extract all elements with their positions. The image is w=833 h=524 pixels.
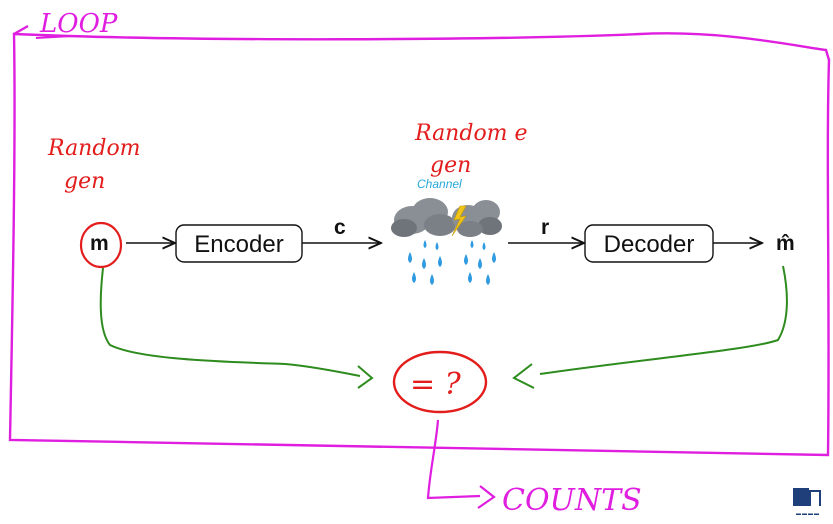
- loop-label-underline: [35, 35, 73, 39]
- counts-label: COUNTS: [502, 483, 642, 518]
- decoder-label: Decoder: [604, 231, 695, 258]
- counts-arrow: [426, 419, 481, 500]
- random-gen-left-line1: Random: [47, 136, 141, 161]
- logo-mark: ▬▬▬▬: [796, 511, 820, 517]
- codeword-symbol: c: [334, 216, 346, 239]
- compare-label: = ?: [410, 367, 462, 402]
- counts-arrowhead: [477, 485, 496, 509]
- received-symbol: r: [541, 216, 549, 239]
- green-arrowhead-left: [357, 365, 374, 389]
- loop-frame: [8, 32, 831, 457]
- channel-cloud-icon: [391, 198, 502, 237]
- rain-icon: [408, 240, 496, 285]
- institution-logo: ▬▬▬▬: [787, 485, 829, 521]
- channel-label: Channel: [417, 177, 462, 191]
- encoder-label: Encoder: [194, 231, 283, 258]
- estimate-symbol: m̂: [776, 232, 795, 255]
- random-gen-channel-line2: gen: [430, 153, 471, 178]
- green-path-left: [99, 267, 361, 377]
- logo-square: [793, 488, 809, 506]
- compare-circle: [392, 350, 488, 414]
- green-path-right: [539, 265, 788, 375]
- loop-frame-tick: [13, 24, 29, 36]
- message-circle: [79, 221, 123, 269]
- loop-label: LOOP: [39, 9, 118, 39]
- random-gen-left-line2: gen: [64, 169, 105, 194]
- lightning-icon: [451, 205, 467, 237]
- logo-outline: [809, 490, 821, 506]
- green-arrowhead-right: [512, 363, 535, 389]
- random-gen-channel-line1: Random e: [414, 121, 528, 146]
- message-symbol: m: [90, 232, 109, 255]
